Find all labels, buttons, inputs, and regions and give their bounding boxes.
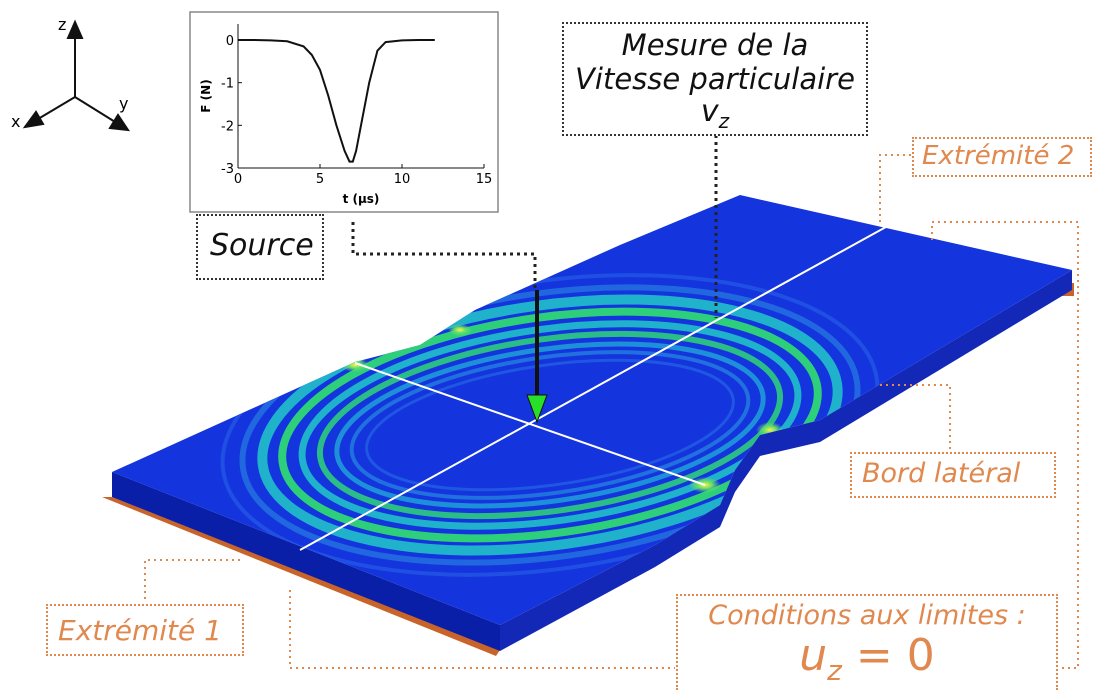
chart-y-tick-label: -3 (221, 162, 234, 177)
measure-line2: Vitesse particulaire (575, 62, 855, 96)
chart-y-axis-label: F (N) (199, 79, 213, 112)
leader-lines-black (351, 135, 718, 318)
chart-x-tick-label: 0 (234, 172, 242, 187)
source-label: Source (210, 228, 314, 263)
measure-v: v (700, 94, 719, 129)
axis-x-label: x (11, 112, 20, 131)
source-arrow-head (526, 394, 548, 424)
plate-front-face (112, 472, 500, 651)
chart-x-tick-label: 15 (476, 172, 493, 187)
bord-label-box: Bord latéral (850, 452, 1056, 498)
measure-sub: z (718, 109, 730, 133)
uz-eq: = 0 (841, 630, 935, 681)
chart-x-tick-label: 5 (316, 172, 324, 187)
chart-x-tick-label: 10 (394, 172, 411, 187)
extremite1-label-box: Extrémité 1 (46, 604, 244, 656)
chart-x-axis-label: t (µs) (343, 192, 380, 206)
axis-y-label: y (119, 94, 128, 113)
conditions-label-box: Conditions aux limites : uz = 0 (676, 594, 1058, 690)
extremite2-label-box: Extrémité 2 (912, 137, 1092, 177)
plate-side-face (500, 270, 1072, 651)
chart-y-tick-label: -1 (221, 77, 234, 92)
measure-variable: vz (564, 94, 866, 133)
wave-fronts (220, 273, 880, 577)
source-force-chart: 0 5 10 15 0 -1 -2 -3 t (µs) F (N) (189, 11, 499, 213)
boundary-bar-extremite1 (102, 497, 500, 656)
source-label-box: Source (196, 214, 324, 280)
bord-label: Bord latéral (862, 458, 1021, 489)
chart-y-tick-label: -2 (221, 119, 234, 134)
uz-sub: z (827, 653, 842, 687)
uz-equation: uz = 0 (678, 630, 1056, 687)
conditions-label: Conditions aux limites : (708, 600, 1026, 631)
extremite2-label: Extrémité 2 (922, 141, 1075, 171)
force-curve (238, 39, 435, 163)
extremite1-label: Extrémité 1 (58, 614, 222, 647)
uz-u: u (799, 630, 828, 681)
leader-lines-orange (144, 154, 1079, 669)
plate-line-longitudinal (299, 221, 896, 551)
measure-label-box: Mesure de la Vitesse particulaire vz (562, 22, 868, 136)
measure-line1: Mesure de la (621, 28, 809, 62)
coordinate-axes (22, 19, 131, 132)
axis-z-label: z (58, 15, 66, 34)
chart-y-tick-label: 0 (226, 34, 234, 49)
